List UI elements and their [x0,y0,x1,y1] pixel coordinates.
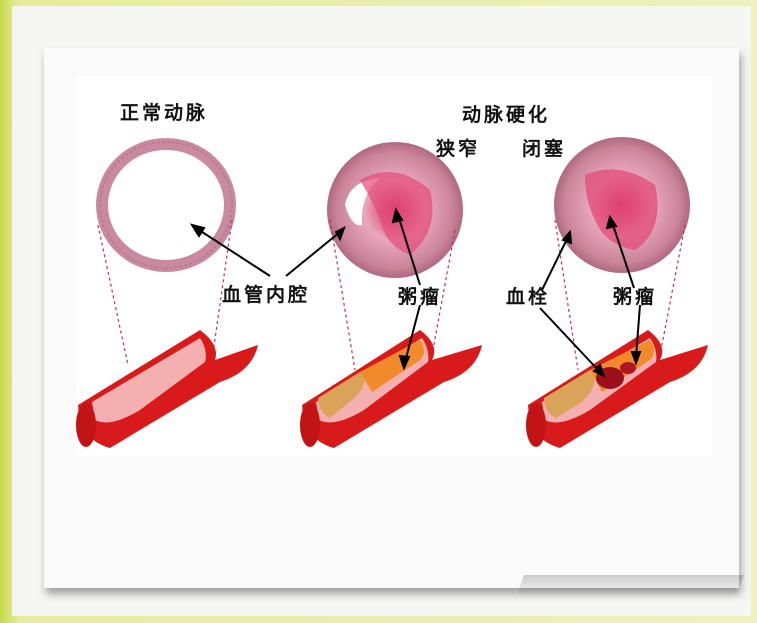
normal-vessel [76,330,258,448]
stenosis-label: 狭窄 [436,134,480,161]
thrombus-label: 血栓 [506,282,550,309]
normal-artery-label: 正常动脉 [120,98,208,125]
occlusion-vessel [526,330,708,448]
normal-artery-cross-section [96,138,236,272]
atheroma-label-occlusion: 粥瘤 [613,282,657,309]
atheroma-label-stenosis: 粥瘤 [398,282,442,309]
lumen-label: 血管内腔 [222,280,310,307]
atherosclerosis-label: 动脉硬化 [462,100,550,127]
occlusion-label: 闭塞 [522,134,566,161]
stenosis-vessel [300,330,482,448]
